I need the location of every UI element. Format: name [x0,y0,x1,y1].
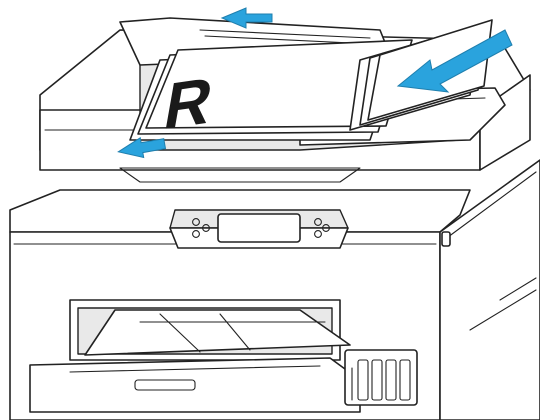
ink-tanks [345,350,417,405]
lcd-screen [218,214,300,242]
control-panel [170,210,348,248]
side-knob [442,232,450,246]
paper-output-tray [30,300,360,412]
